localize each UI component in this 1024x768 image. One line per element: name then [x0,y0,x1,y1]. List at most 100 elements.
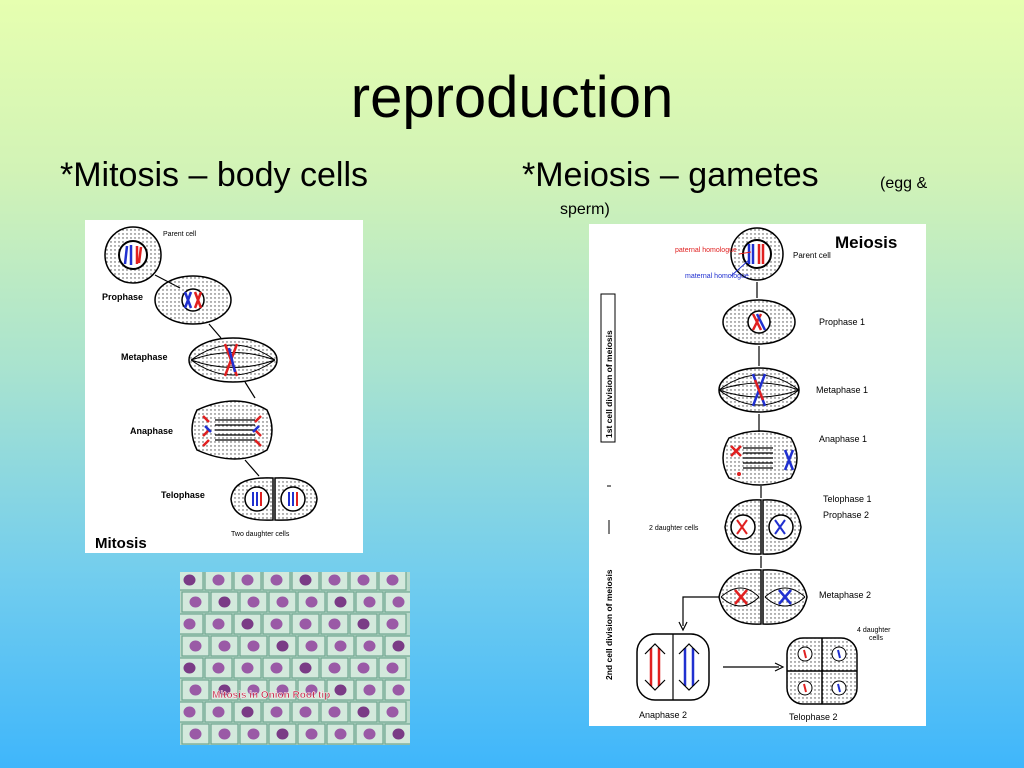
onion-nucleus [392,640,405,652]
onion-nucleus [357,662,370,674]
onion-nucleus [270,662,283,674]
onion-nucleus [357,706,370,718]
onion-nucleus [386,618,399,630]
meiosis-metaphase2-cells [718,569,808,625]
onion-nucleus [392,684,405,696]
onion-nucleus [276,640,289,652]
meiosis-diagram: Meiosis 1st cell division of meiosis 2nd… [589,224,926,726]
onion-nucleus [183,706,196,718]
meiosis-diagram-title: Meiosis [835,233,897,252]
onion-nucleus [305,728,318,740]
onion-nucleus [218,640,231,652]
meiosis-label-telophase2: Telophase 2 [789,712,838,722]
onion-root-micrograph: Mitosis in Onion Root tip [180,572,410,745]
meiosis-bullet: *Meiosis – gametes [522,156,819,194]
onion-nucleus [328,618,341,630]
onion-nucleus [247,640,260,652]
onion-nucleus [241,574,254,586]
onion-nucleus [305,640,318,652]
onion-nucleus [299,574,312,586]
onion-nucleus [334,640,347,652]
mitosis-prophase-cell [154,275,232,325]
onion-nucleus [218,684,231,696]
onion-nucleus [212,618,225,630]
onion-nucleus [183,574,196,586]
onion-nucleus [270,574,283,586]
onion-nucleus [241,662,254,674]
onion-nucleus [241,706,254,718]
onion-nucleus [189,640,202,652]
mitosis-telophase-cells [230,477,318,521]
mitosis-diagram: Parent cell Prophase Metaphase [85,220,363,553]
meiosis-prophase1-cell [722,299,796,345]
onion-nucleus [276,596,289,608]
onion-nucleus [363,728,376,740]
onion-nucleus [328,662,341,674]
meiosis-telophase1-cells [724,499,802,555]
meiosis-side-label-2nd: 2nd cell division of meiosis [604,569,614,680]
meiosis-parent-cell [730,227,784,281]
mitosis-label-parent: Parent cell [163,231,197,238]
onion-nucleus [247,728,260,740]
meiosis-label-two-daughters: 2 daughter cells [649,525,699,532]
meiosis-label-prophase1: Prophase 1 [819,317,865,327]
onion-caption: Mitosis in Onion Root tip [212,690,330,701]
onion-nucleus [276,728,289,740]
onion-nucleus [276,684,289,696]
slide-title: reproduction [350,65,674,130]
gametes-note-egg: (egg & [880,175,928,192]
onion-nucleus [247,596,260,608]
onion-nucleus [305,684,318,696]
onion-nucleus [270,706,283,718]
mitosis-metaphase-cell [188,337,278,383]
mitosis-label-telophase: Telophase [161,490,205,500]
onion-nucleus [334,596,347,608]
onion-nucleus [392,596,405,608]
mitosis-label-anaphase: Anaphase [130,426,173,436]
mitosis-anaphase-cell [191,400,273,460]
onion-nucleus [363,640,376,652]
mitosis-label-prophase: Prophase [102,292,143,302]
onion-nucleus [334,728,347,740]
onion-nucleus [212,706,225,718]
onion-nucleus [363,596,376,608]
onion-nucleus [386,574,399,586]
meiosis-label-parent: Parent cell [793,251,831,260]
onion-nucleus [305,596,318,608]
onion-nucleus [183,662,196,674]
onion-nucleus [299,662,312,674]
onion-nucleus [334,684,347,696]
meiosis-label-prophase2: Prophase 2 [823,510,869,520]
onion-nucleus [386,662,399,674]
onion-nucleus [247,684,260,696]
gametes-note-sperm: sperm) [560,201,610,218]
meiosis-telophase2-cells [786,637,858,705]
onion-nucleus [212,662,225,674]
onion-nucleus [241,618,254,630]
meiosis-label-anaphase2: Anaphase 2 [639,710,687,720]
mitosis-bullet: *Mitosis – body cells [60,156,369,194]
onion-nucleus [363,684,376,696]
onion-nucleus [299,706,312,718]
mitosis-label-metaphase: Metaphase [121,352,168,362]
meiosis-side-label-1st: 1st cell division of meiosis [604,330,614,438]
meiosis-label-anaphase1: Anaphase 1 [819,434,867,444]
meiosis-label-metaphase2: Metaphase 2 [819,590,871,600]
onion-nucleus [328,706,341,718]
onion-nucleus [386,706,399,718]
onion-nucleus [392,728,405,740]
meiosis-metaphase1-cell [718,367,800,413]
meiosis-label-telophase1: Telophase 1 [823,494,872,504]
meiosis-label-metaphase1: Metaphase 1 [816,385,868,395]
mitosis-label-daughters: Two daughter cells [231,531,290,538]
meiosis-anaphase2-cells [636,633,710,701]
onion-nucleus [299,618,312,630]
meiosis-label-maternal: maternal homologue [685,273,749,280]
onion-nucleus [270,618,283,630]
meiosis-anaphase1-cell [722,430,798,486]
onion-nucleus [328,574,341,586]
onion-nucleus [189,596,202,608]
onion-nucleus [189,728,202,740]
meiosis-label-paternal: paternal homologue [675,247,737,254]
onion-nucleus [212,574,225,586]
